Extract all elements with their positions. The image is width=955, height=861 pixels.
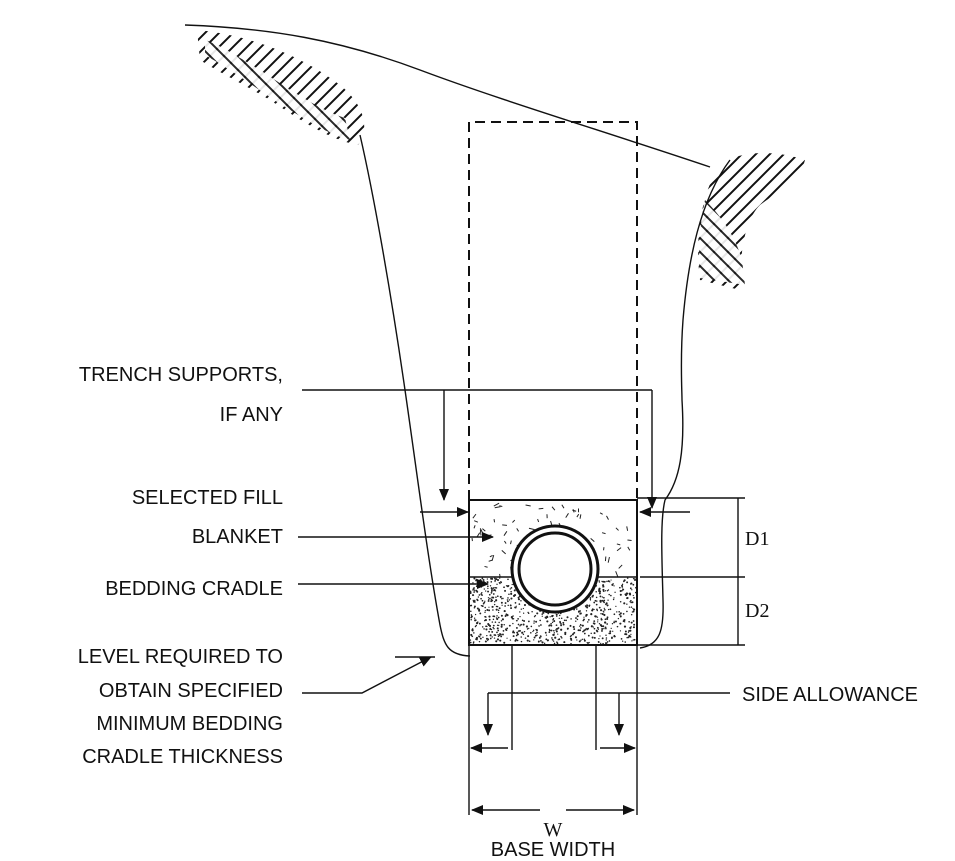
bedding-cradle <box>469 577 637 645</box>
right-soil-hatch <box>698 153 805 290</box>
bedding-zone-outline <box>468 499 638 646</box>
side-allowance-label: SIDE ALLOWANCE <box>742 684 918 706</box>
level-required-label-4: CRADLE THICKNESS <box>82 746 283 768</box>
left-soil-hatch <box>197 30 365 145</box>
level-required-leader <box>302 656 432 694</box>
bedding-cradle-label: BEDDING CRADLE <box>105 578 283 600</box>
base-width-symbol: W <box>544 819 563 841</box>
d1-label: D1 <box>745 528 769 550</box>
side-allowance-dimension <box>470 645 730 753</box>
level-required-label-2: OBTAIN SPECIFIED <box>99 680 283 702</box>
base-width-label: BASE WIDTH <box>491 839 615 861</box>
right-trench-wall <box>639 159 731 649</box>
depth-dimension <box>637 497 745 646</box>
ground-surface <box>184 24 711 168</box>
selected-fill-label-2: BLANKET <box>192 526 283 548</box>
trench-supports-label-1: TRENCH SUPPORTS, <box>79 364 283 386</box>
base-width-dimension <box>468 645 638 815</box>
pipe <box>510 524 600 614</box>
trench-supports-label-2: IF ANY <box>220 404 283 426</box>
level-required-label-1: LEVEL REQUIRED TO <box>78 646 283 668</box>
trench-supports-dashed <box>468 121 638 500</box>
left-trench-wall <box>359 134 471 657</box>
selected-fill-label-1: SELECTED FILL <box>132 487 283 509</box>
d2-label: D2 <box>745 600 769 622</box>
level-required-label-3: MINIMUM BEDDING <box>96 713 283 735</box>
